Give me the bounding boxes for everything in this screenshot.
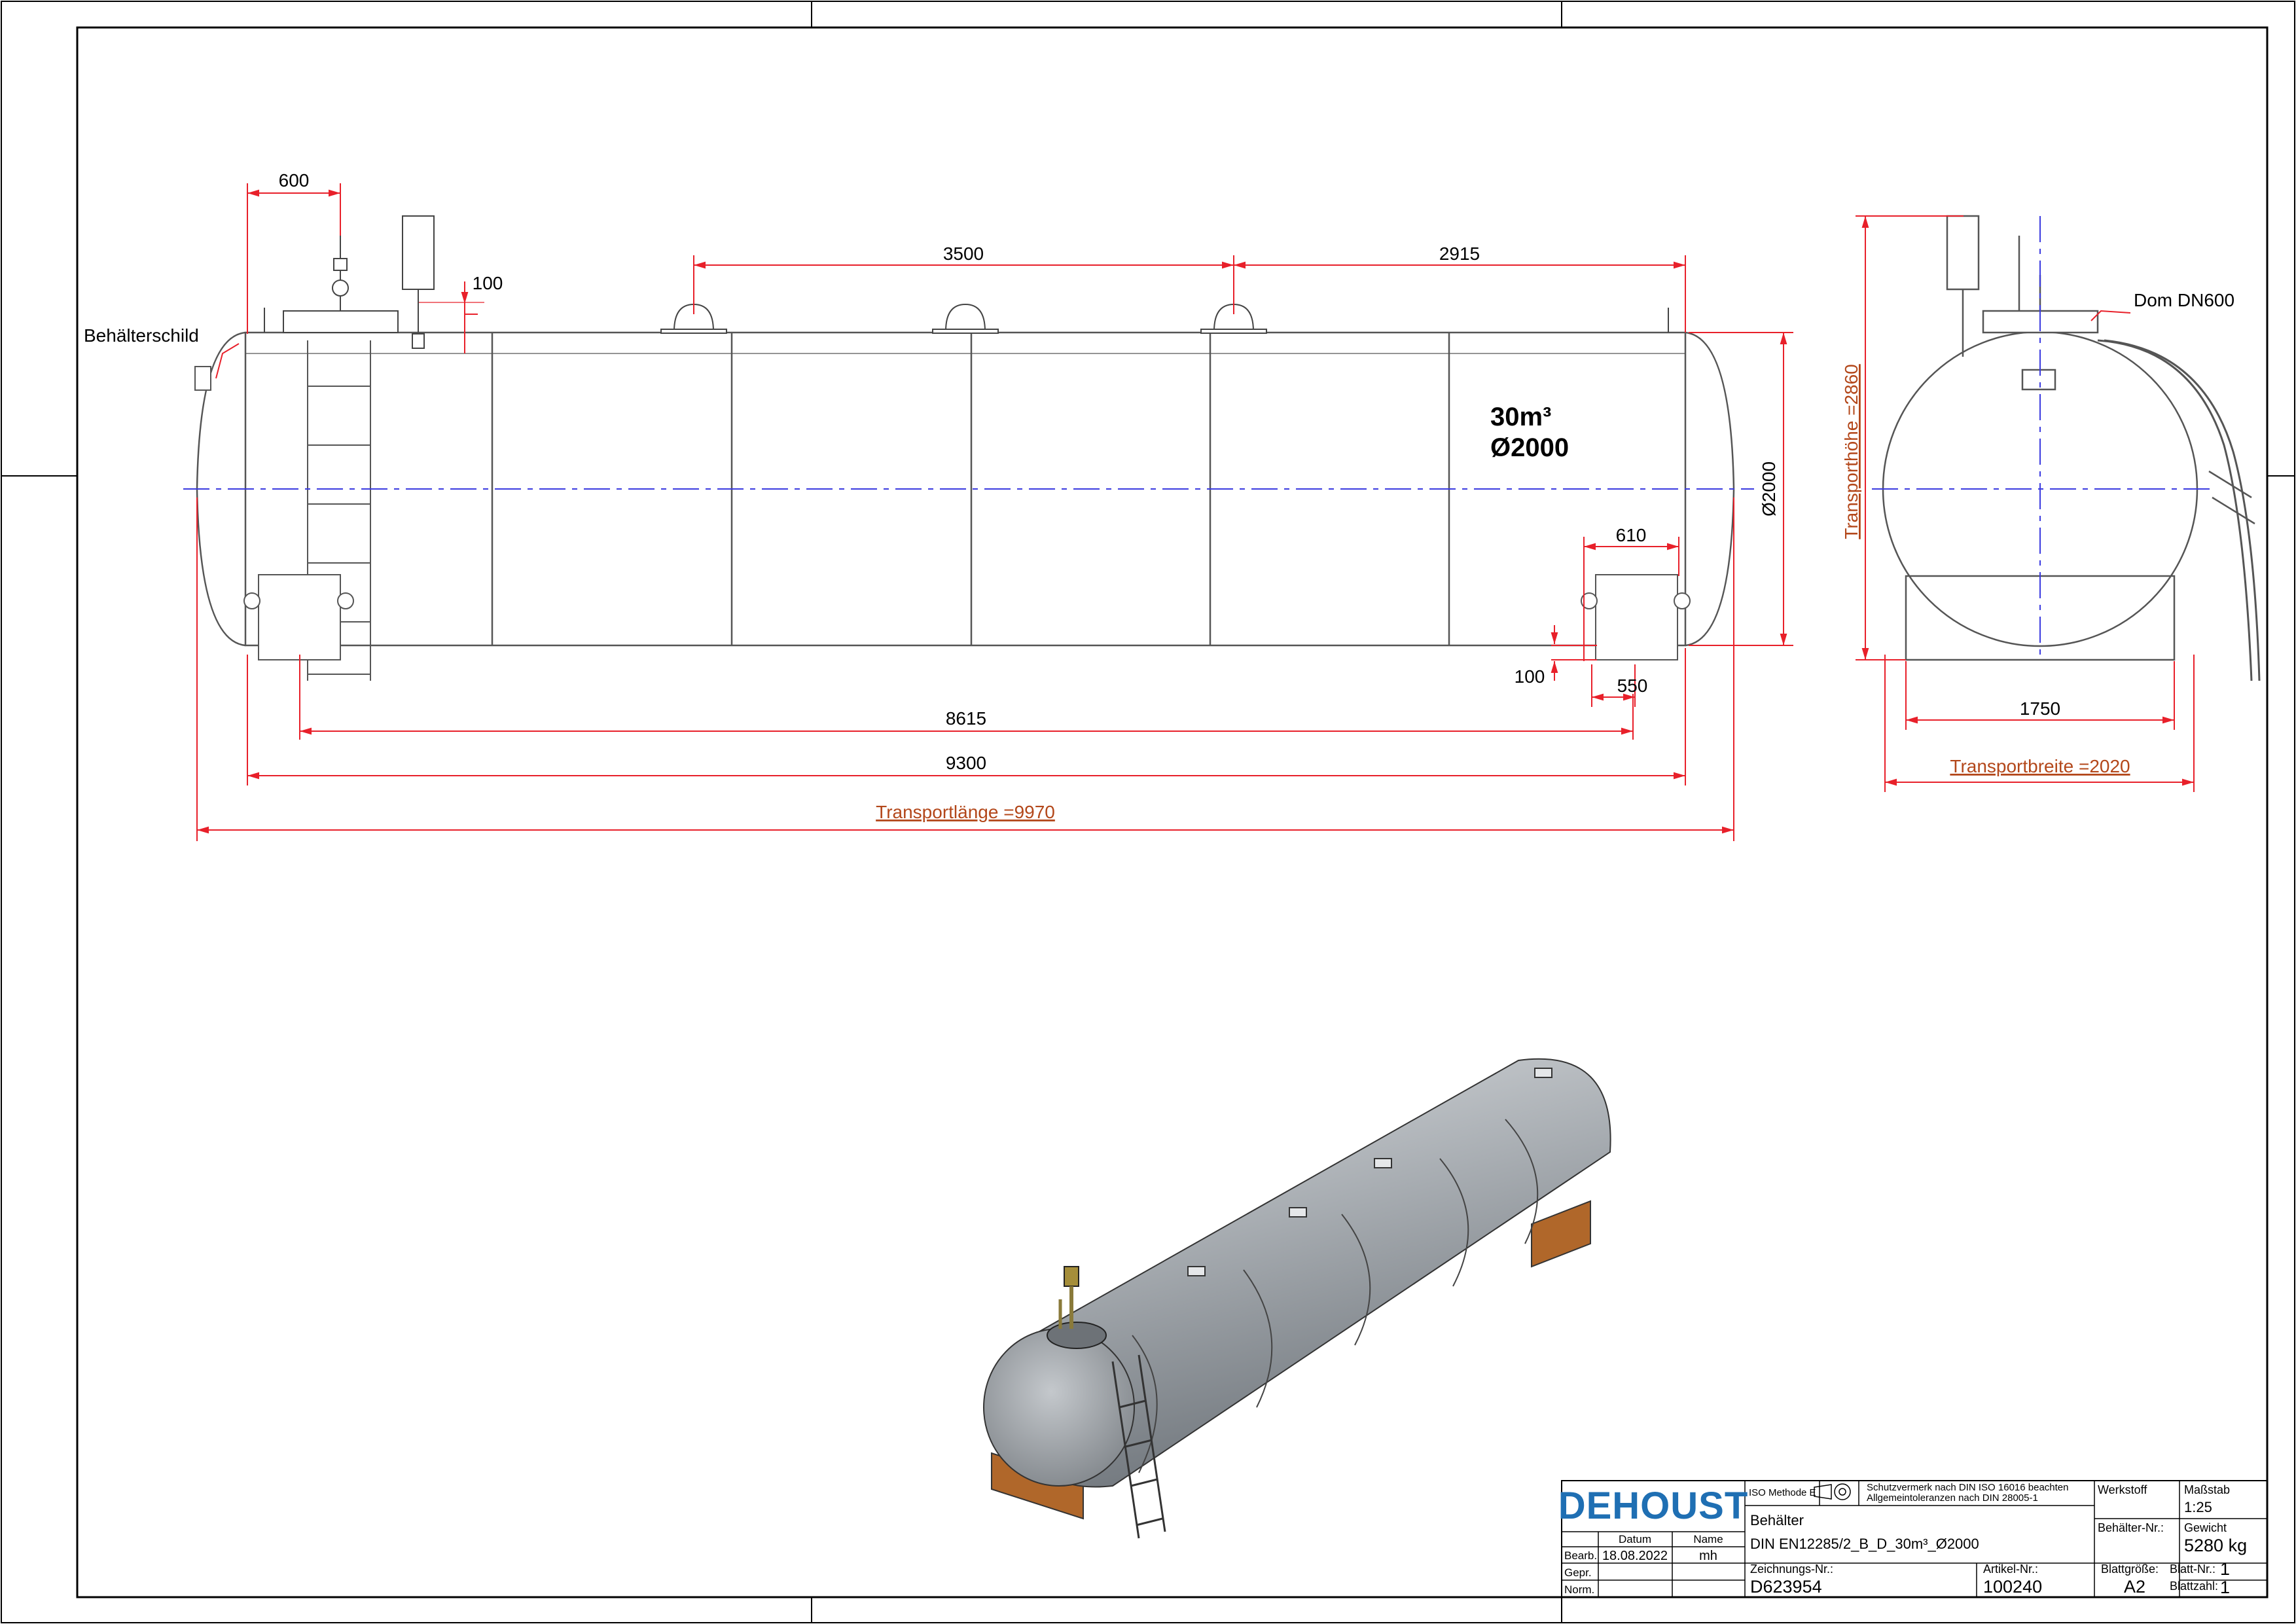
iso-lugs [1187,1068,1552,1276]
iso-dome [1047,1266,1107,1349]
dim-610-label: 610 [1616,525,1647,545]
nameplate-label: Behälterschild [84,325,199,346]
gepr-label: Gepr. [1564,1566,1592,1579]
protection-note-line2: Allgemeintoleranzen nach DIN 28005-1 [1867,1492,2038,1504]
tank-capacity-label: 30m³ [1490,403,1551,431]
iso-saddle-rear [1531,1200,1591,1268]
description-title: Behälter [1750,1512,1804,1528]
dim-9300-label: 9300 [946,753,986,773]
end-vent-pipe [1946,215,1980,291]
nameplate [194,366,211,391]
dim-3500-label: 3500 [943,244,984,264]
norm-label: Norm. [1564,1583,1594,1596]
transport-width-label: Transportbreite =2020 [1950,756,2130,776]
blattzahl-value: 1 [2220,1578,2230,1597]
artikel-nr-label: Artikel-Nr.: [1983,1562,2038,1576]
dimension-labels-side: 600 100 3500 2915 Behälterschild Ø2000 6… [84,170,1779,822]
gewicht-value: 5280 kg [2184,1536,2247,1555]
blattzahl-label: Blattzahl: [2170,1579,2218,1593]
iso-tank-end [983,1328,1135,1487]
lifting-lugs-side [660,303,1267,334]
bearb-name: mh [1699,1549,1717,1563]
projection-symbol-icon [1814,1483,1851,1500]
behaelter-nr-label: Behälter-Nr.: [2098,1521,2164,1534]
werkstoff-label: Werkstoff [2098,1483,2147,1496]
iso-method-text: ISO Methode E [1749,1487,1816,1498]
dimension-lines-side [196,183,1793,841]
bearb-label: Bearb. [1564,1549,1597,1562]
support-saddles-side [243,574,1691,660]
dim-diameter-label: Ø2000 [1759,461,1779,516]
end-view: Dom DN600 Transporthöhe =2860 1750 Trans… [1841,215,2261,792]
dehoust-logo: DEHOUST [1558,1485,1749,1527]
title-block: DEHOUST ISO Methode E Schutzvermerk nach… [1558,1480,2268,1598]
blattgroesse-label: Blattgröße: [2101,1562,2159,1576]
dim-100-bottom-label: 100 [1515,666,1545,687]
artikel-nr-value: 100240 [1983,1577,2042,1597]
bearb-date: 18.08.2022 [1602,1549,1668,1563]
zeichnungs-nr-label: Zeichnungs-Nr.: [1750,1562,1833,1576]
blatt-nr-label: Blatt-Nr.: [2170,1562,2215,1576]
blattgroesse-value: A2 [2124,1577,2145,1597]
isometric-view [983,1058,1611,1539]
dim-550-label: 550 [1617,676,1648,696]
name-label: Name [1693,1533,1723,1545]
massstab-value: 1:25 [2184,1499,2212,1515]
transport-height-label: Transporthöhe =2860 [1841,364,1861,539]
iso-shell-seams [1132,1119,1539,1473]
massstab-label: Maßstab [2184,1483,2230,1496]
dim-8615-label: 8615 [946,708,986,729]
dome-fittings-side [264,215,1669,349]
side-view: 600 100 3500 2915 Behälterschild Ø2000 6… [84,170,1793,841]
datum-label: Datum [1619,1533,1651,1545]
dim-100-top-label: 100 [473,273,503,293]
gewicht-label: Gewicht [2184,1521,2227,1534]
iso-ladder [1111,1354,1166,1539]
blatt-nr-value: 1 [2220,1559,2230,1579]
dimension-lines-end [1856,215,2195,792]
transport-length-label: Transportlänge =9970 [876,802,1055,822]
dim-2915-label: 2915 [1439,244,1480,264]
dome-label: Dom DN600 [2134,290,2234,310]
protection-note-line1: Schutzvermerk nach DIN ISO 16016 beachte… [1867,1482,2069,1493]
dim-1750-label: 1750 [2020,698,2060,719]
zeichnungs-nr-value: D623954 [1750,1577,1822,1597]
description-line: DIN EN12285/2_B_D_30m³_Ø2000 [1750,1536,1979,1552]
tank-diameter-label: Ø2000 [1490,433,1569,462]
dim-600-label: 600 [279,170,310,190]
